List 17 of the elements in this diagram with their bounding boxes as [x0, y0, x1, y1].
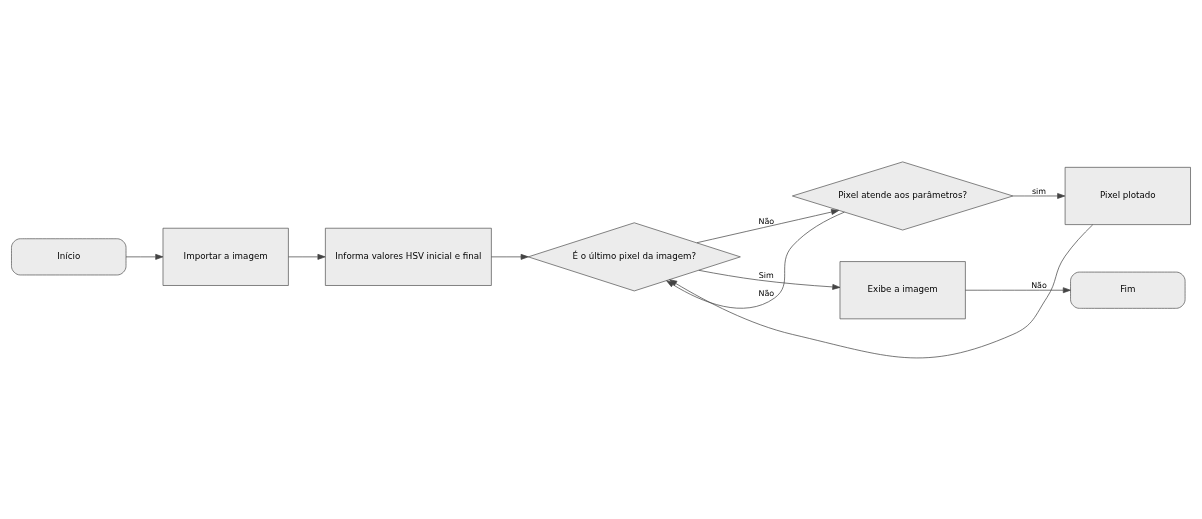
arrow — [666, 211, 845, 309]
node-box: Exibe a imagem — [839, 260, 966, 319]
node-box: Importar a imagem — [162, 227, 289, 286]
arrow — [125, 253, 164, 260]
node-box: Fim — [1070, 271, 1186, 309]
arrow — [288, 253, 326, 260]
arrow — [698, 269, 841, 290]
arrow — [491, 253, 529, 260]
arrow — [696, 208, 840, 243]
node-diamond: Pixel atende aos parâmetros? — [792, 161, 1014, 230]
node-box: Pixel plotado — [1064, 166, 1191, 225]
node-diamond: É o último pixel da imagem? — [527, 221, 741, 291]
node-box: Início — [11, 237, 127, 275]
node-box: Informa valores HSV inicial e final — [325, 227, 492, 286]
arrow — [965, 286, 1071, 293]
arrow — [669, 223, 1094, 358]
arrow — [1012, 192, 1066, 199]
